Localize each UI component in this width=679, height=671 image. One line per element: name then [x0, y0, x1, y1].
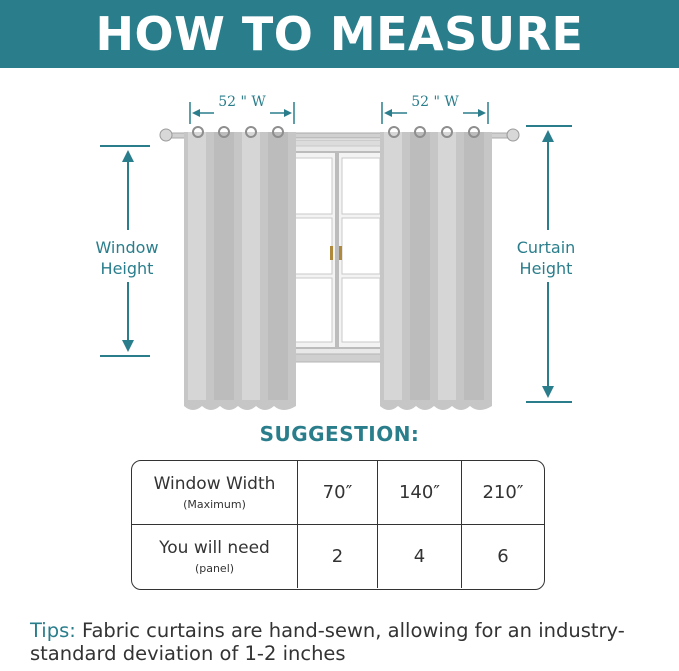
- suggestion-table: Window Width (Maximum) 70″ 140″ 210″ You…: [131, 460, 545, 590]
- page-title: HOW TO MEASURE: [95, 7, 584, 61]
- table-cell: 6: [462, 525, 544, 588]
- cell-value: 210″: [482, 482, 524, 503]
- table-cell: 2: [298, 525, 378, 588]
- left-curtain-panel: [184, 126, 296, 410]
- window-height-label-line-2: Height: [100, 259, 154, 278]
- right-curtain-panel: [380, 126, 492, 410]
- window-height-dimension: [100, 145, 150, 357]
- left-width-dimension: 52 " W: [189, 94, 295, 124]
- table-cell: 140″: [378, 461, 462, 524]
- tips-label: Tips:: [30, 619, 76, 642]
- row-header-cell: You will need (panel): [132, 525, 298, 588]
- curtain-height-label-line-1: Curtain: [516, 238, 576, 257]
- row-sublabel: (Maximum): [183, 498, 246, 511]
- cell-value: 4: [413, 546, 426, 567]
- right-width-dimension: 52 " W: [381, 94, 489, 124]
- right-width-label: 52 " W: [411, 94, 459, 110]
- row-header-cell: Window Width (Maximum): [132, 461, 298, 524]
- tips-note: Tips: Fabric curtains are hand-sewn, all…: [30, 619, 670, 665]
- table-cell: 4: [378, 525, 462, 588]
- window-height-label-line-1: Window: [95, 238, 159, 257]
- table-row: Window Width (Maximum) 70″ 140″ 210″: [132, 461, 544, 525]
- table-cell: 70″: [298, 461, 378, 524]
- tips-text: Fabric curtains are hand-sewn, allowing …: [30, 619, 625, 665]
- curtain-height-dimension: [526, 125, 572, 403]
- measurement-diagram: 52 " W 52 " W: [100, 94, 572, 410]
- row-label: Window Width: [153, 474, 276, 494]
- cell-value: 70″: [322, 482, 353, 503]
- left-width-label: 52 " W: [218, 94, 266, 110]
- row-label: You will need: [159, 538, 270, 558]
- cell-value: 140″: [398, 482, 441, 503]
- cell-value: 2: [331, 546, 344, 567]
- table-cell: 210″: [462, 461, 544, 524]
- window-height-label: Window Height: [82, 237, 172, 279]
- row-sublabel: (panel): [194, 562, 235, 575]
- header-banner: HOW TO MEASURE: [0, 0, 679, 68]
- table-row: You will need (panel) 2 4 6: [132, 525, 544, 588]
- suggestion-heading: SUGGESTION:: [259, 422, 420, 446]
- cell-value: 6: [497, 546, 509, 567]
- curtain-height-label: Curtain Height: [500, 237, 592, 279]
- curtain-height-label-line-2: Height: [519, 259, 573, 278]
- window-illustration: [269, 139, 405, 363]
